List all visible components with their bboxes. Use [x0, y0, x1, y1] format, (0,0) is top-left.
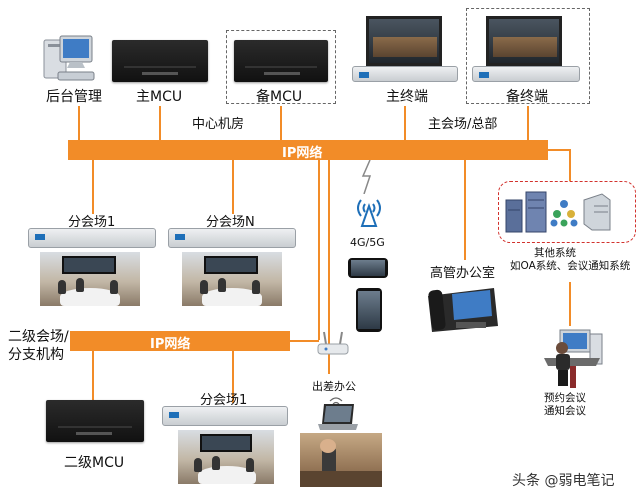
central-room-label: 中心机房 [192, 117, 245, 132]
main-venue-label: 主会场/总部 [428, 117, 498, 132]
main-terminal-screen [366, 16, 442, 66]
backup-terminal-device [472, 66, 580, 82]
connector [404, 106, 406, 140]
connector [232, 160, 234, 214]
laptop-icon [316, 402, 360, 432]
branch-venue-n-label: 分会场N [206, 215, 255, 230]
connector [92, 160, 94, 214]
secondary-label-2: 分支机构 [8, 347, 64, 363]
branch-venue-n-room [182, 252, 282, 306]
booking-line2: 通知会议 [544, 405, 586, 417]
computer-icon [40, 34, 100, 86]
secondary-mcu-device [46, 400, 144, 442]
executive-office-label: 高管办公室 [430, 266, 496, 281]
workstation-icon [540, 326, 606, 392]
ip-network-label-top: IP网络 [282, 146, 323, 161]
network-4g5g-label: 4G/5G [350, 236, 385, 249]
main-mcu-label: 主MCU [136, 89, 183, 105]
connector [328, 160, 330, 374]
secondary-venue-1-label: 分会场1 [200, 393, 248, 408]
connector [78, 106, 80, 140]
backup-mcu-label: 备MCU [256, 89, 303, 105]
secondary-venue-1-terminal [162, 406, 288, 426]
backup-terminal-label: 备终端 [506, 89, 548, 105]
ip-network-bar-bottom [70, 331, 290, 351]
connector [280, 106, 282, 140]
lightning-icon [358, 159, 378, 195]
connector [527, 106, 529, 140]
connector [569, 282, 571, 326]
main-terminal-device [352, 66, 458, 82]
other-systems-desc: 如OA系统、会议通知系统 [510, 260, 631, 272]
connector [290, 340, 319, 342]
main-terminal-label: 主终端 [386, 89, 428, 105]
other-systems-title: 其他系统 [534, 247, 576, 259]
cluster-icon [550, 198, 578, 228]
travel-office-room [300, 433, 382, 487]
ip-network-label-bottom: IP网络 [150, 337, 191, 352]
smartphone-icon [348, 258, 388, 278]
wireless-signal-icon [354, 196, 384, 228]
server-icon [580, 192, 614, 232]
backup-mcu-box [226, 30, 336, 104]
backup-mcu-device [234, 40, 328, 82]
branch-venue-1-terminal [28, 228, 156, 248]
other-systems-group [498, 181, 636, 243]
branch-venue-1-room [40, 252, 140, 306]
connector [92, 351, 94, 403]
branch-venue-1-label: 分会场1 [68, 215, 116, 230]
connector [159, 106, 161, 140]
watermark: 头条 @弱电笔记 [512, 473, 615, 489]
secondary-mcu-label: 二级MCU [64, 455, 125, 471]
connector [318, 160, 320, 340]
branch-venue-n-terminal [168, 228, 296, 248]
connector [548, 149, 570, 151]
ip-phone-icon [424, 282, 500, 334]
wifi-router-icon [316, 330, 350, 358]
booking-line1: 预约会议 [544, 392, 586, 404]
wireless-waves-icon [328, 394, 344, 408]
travel-office-label: 出差办公 [312, 380, 356, 393]
secondary-venue-1-room [178, 430, 274, 484]
connector [569, 149, 571, 181]
connector [464, 160, 466, 260]
smartphone-icon [356, 288, 382, 332]
secondary-label-1: 二级会场/ [8, 329, 69, 345]
backup-terminal-box [466, 8, 590, 104]
server-icon [504, 188, 550, 234]
connector [232, 351, 234, 403]
main-mcu-device [112, 40, 208, 82]
ip-network-bar-top [68, 140, 548, 160]
backend-label: 后台管理 [46, 89, 102, 105]
backup-terminal-screen [486, 16, 562, 66]
